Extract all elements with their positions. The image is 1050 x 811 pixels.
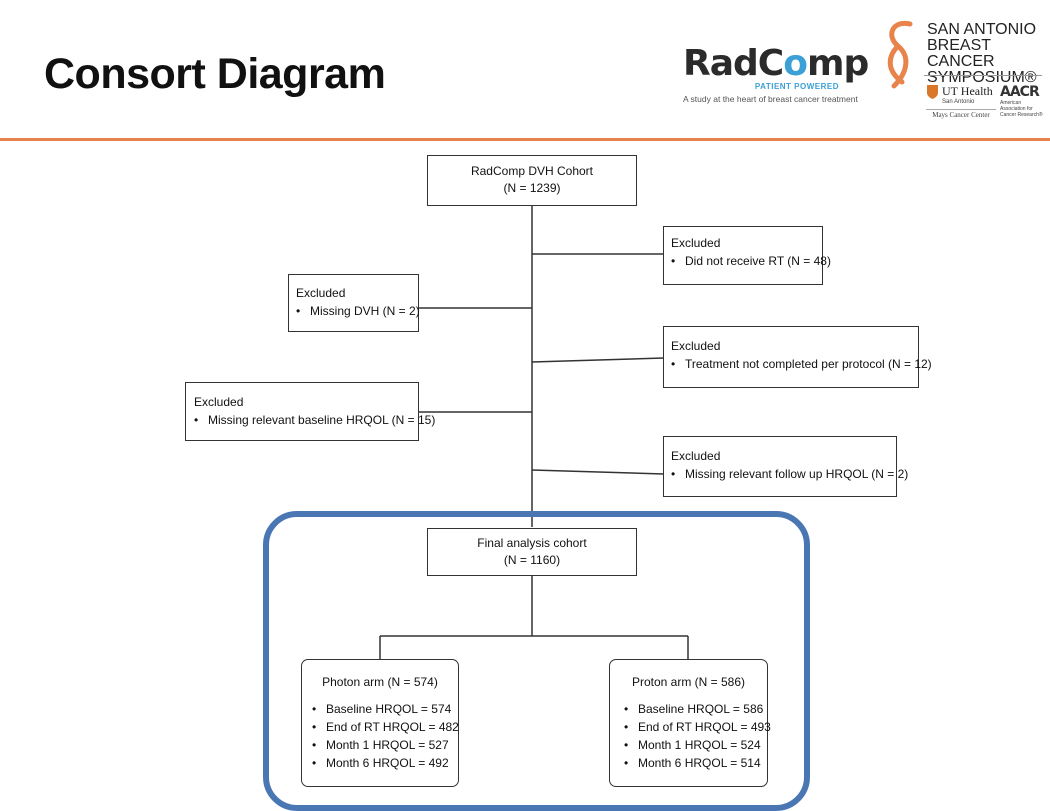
arm-title: Photon arm (N = 574) (322, 675, 438, 689)
arm-item: Month 1 HRQOL = 527 (312, 736, 458, 754)
sabcs-ribbon-icon (887, 20, 913, 89)
radcomp-wordmark: RadComp (683, 43, 869, 84)
arm-item: Baseline HRQOL = 574 (312, 700, 458, 718)
arm-title: Proton arm (N = 586) (631, 675, 746, 689)
header-divider (0, 138, 1050, 141)
branch-line-5 (531, 469, 665, 475)
sabcs-name: SAN ANTONIO BREAST CANCER SYMPOSIUM® (927, 21, 1037, 86)
exclusion-box: Excluded Missing relevant follow up HRQO… (663, 436, 908, 497)
radcomp-subtitle: PATIENT POWERED (754, 82, 839, 91)
exclusion-box: Excluded Missing relevant baseline HRQOL… (185, 382, 435, 441)
page-title: Consort Diagram (44, 50, 386, 98)
radcomp-tagline: A study at the heart of breast cancer tr… (683, 94, 858, 104)
aacr-logo: AACR American Association for Cancer Res… (1000, 84, 1043, 118)
arm-item: Month 6 HRQOL = 514 (624, 754, 767, 772)
exclusion-box: Excluded Missing DVH (N = 2) (288, 274, 420, 332)
exclusion-box: Excluded Treatment not completed per pro… (663, 326, 932, 388)
ut-health-logo: UT Health San Antonio Mays Cancer Center (926, 84, 996, 119)
arm-item: Month 6 HRQOL = 492 (312, 754, 458, 772)
sabcs-logo: SAN ANTONIO BREAST CANCER SYMPOSIUM® UT … (880, 18, 1045, 128)
proton-arm-box: Proton arm (N = 586) Baseline HRQOL = 58… (609, 659, 771, 787)
arm-item: End of RT HRQOL = 493 (624, 718, 771, 736)
exclusion-box: Excluded Did not receive RT (N = 48) (663, 226, 831, 285)
radcomp-logo: RadComp PATIENT POWERED A study at the h… (683, 43, 869, 105)
start-cohort-box: RadComp DVH Cohort (N = 1239) (427, 155, 637, 206)
ut-shield-icon (927, 85, 938, 99)
arm-item: End of RT HRQOL = 482 (312, 718, 459, 736)
final-cohort-box: Final analysis cohort (N = 1160) (427, 528, 637, 576)
arm-item: Month 1 HRQOL = 524 (624, 736, 767, 754)
divider (924, 75, 1042, 76)
photon-arm-box: Photon arm (N = 574) Baseline HRQOL = 57… (301, 659, 459, 787)
arm-item: Baseline HRQOL = 586 (624, 700, 767, 718)
branch-line-3 (531, 357, 665, 363)
